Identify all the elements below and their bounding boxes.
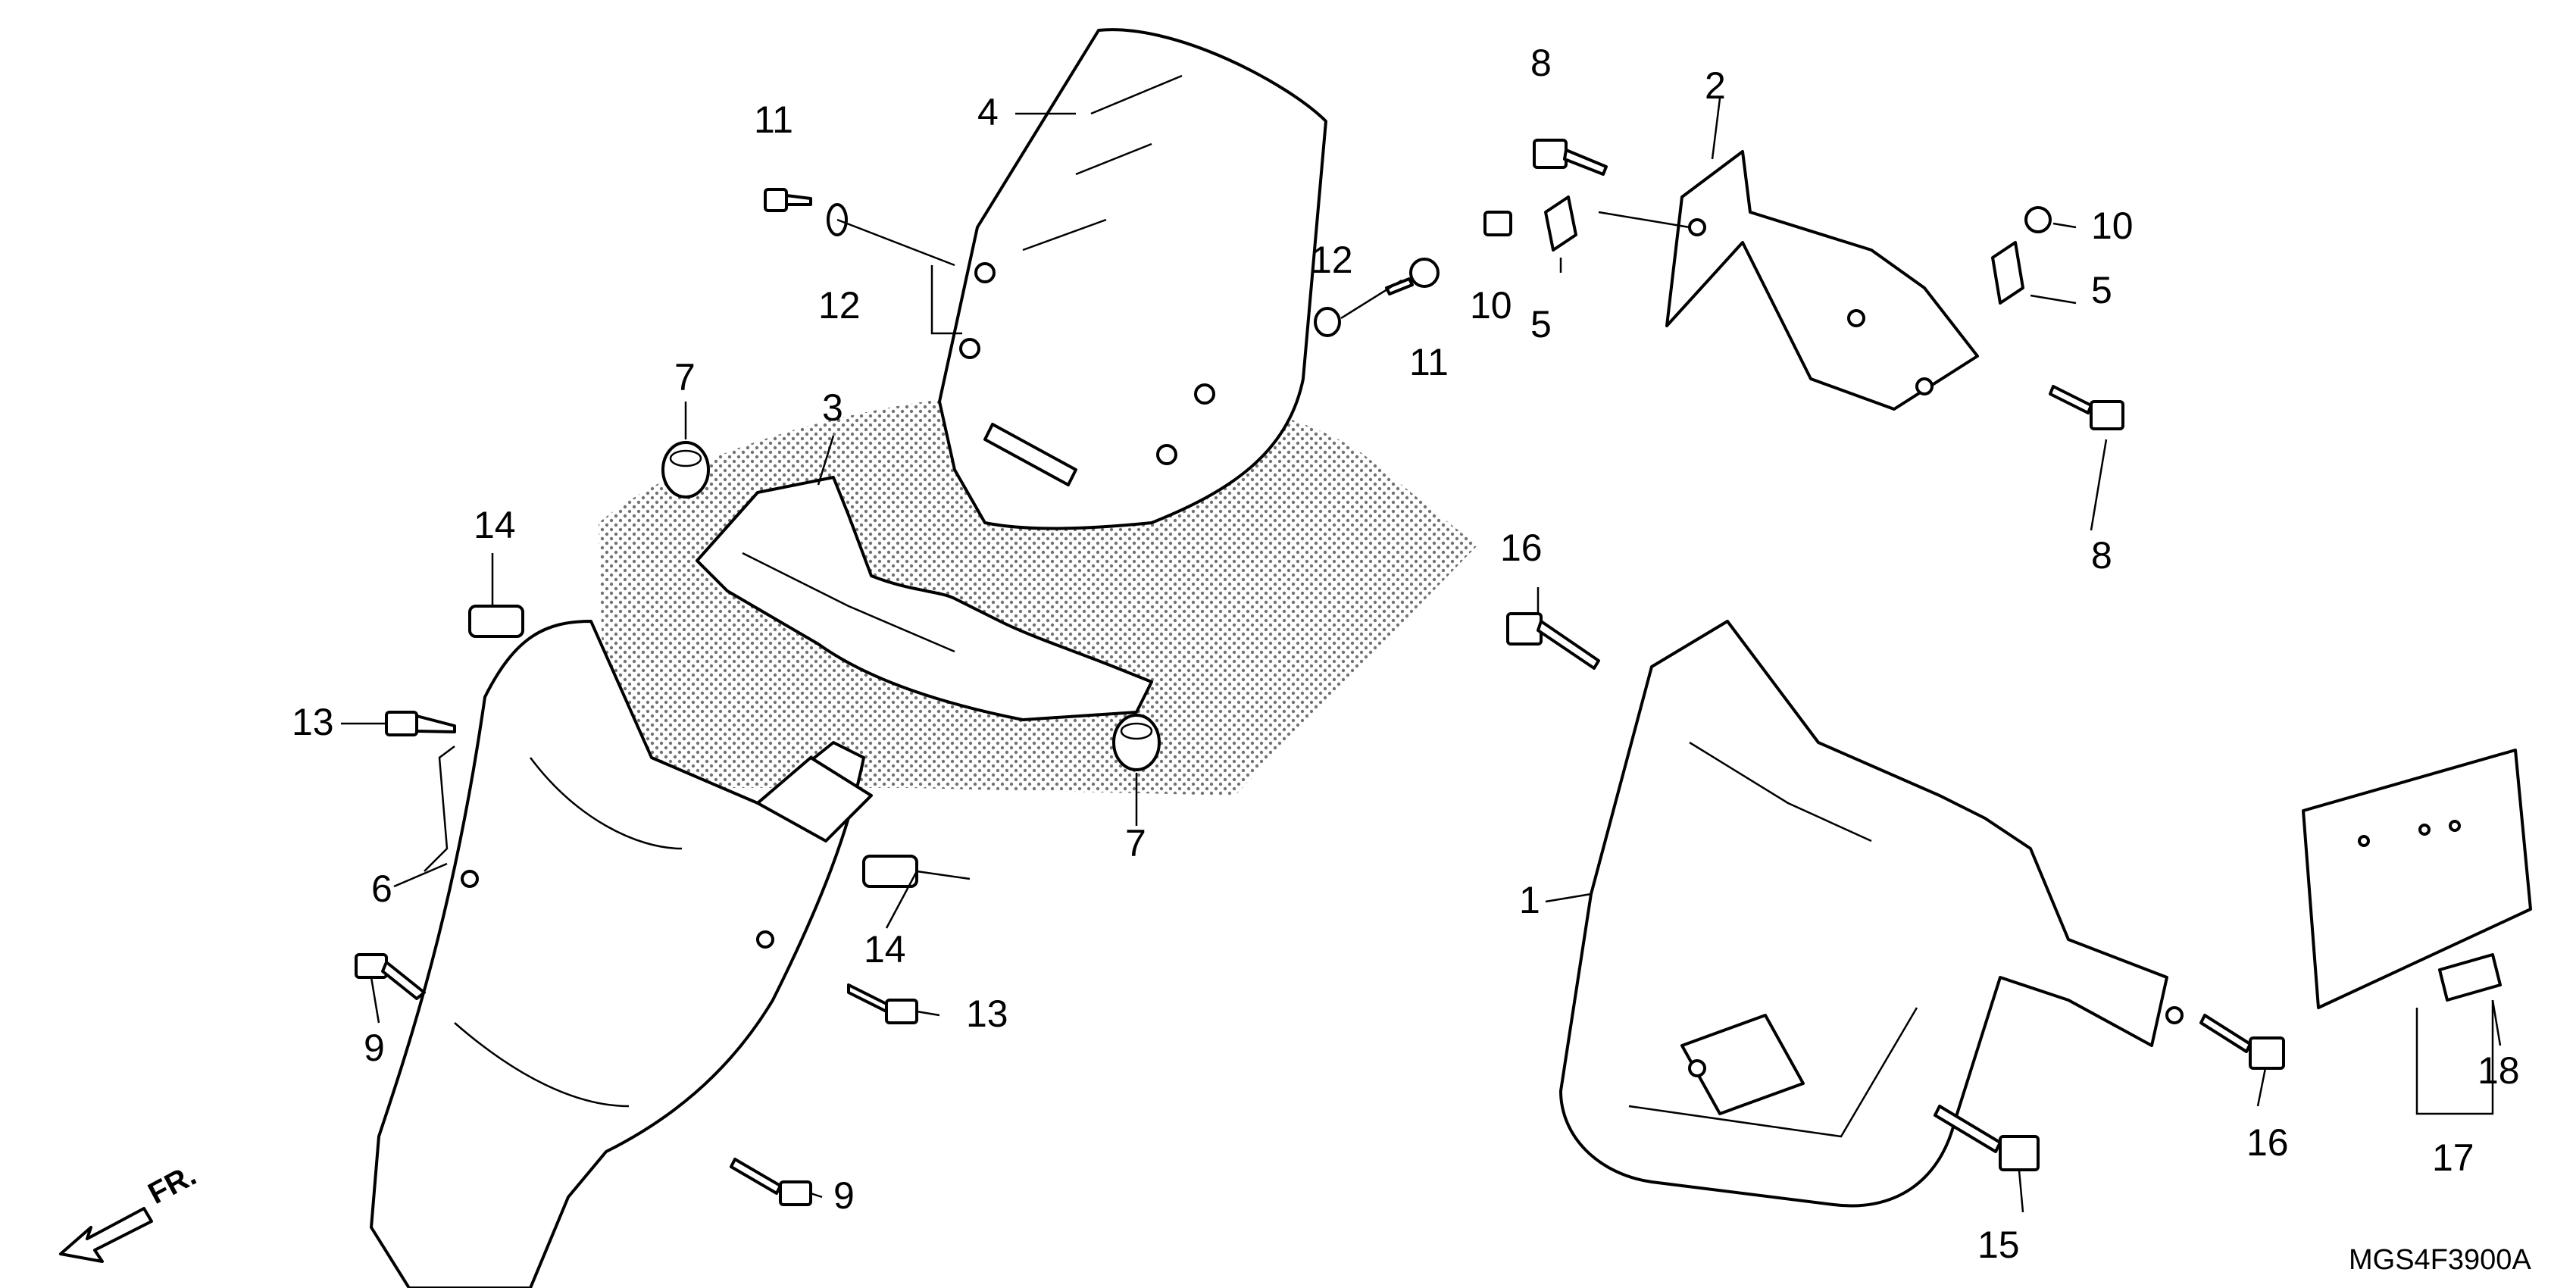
callout-1: 1 (1519, 879, 1540, 921)
nut-10-right (2024, 206, 2052, 233)
bolt-11-right (1385, 258, 1440, 295)
bolt-16-upper (1506, 612, 1600, 670)
upper-bracket (1665, 150, 1979, 411)
grommet-7-lower (1112, 714, 1161, 771)
callout-13-left: 13 (292, 701, 334, 743)
washer-12-right (1314, 307, 1341, 337)
diagram-code: MGS4F3900A (2349, 1244, 2531, 1276)
callout-17: 17 (2432, 1136, 2474, 1179)
bolt-11-left (764, 188, 812, 212)
callout-11-left: 11 (754, 98, 793, 141)
callout-3: 3 (822, 386, 843, 429)
callout-9-right: 9 (833, 1174, 855, 1217)
grommet-7-upper (661, 441, 710, 499)
clip-14-upper (468, 605, 524, 638)
clip-14-lower (862, 855, 918, 888)
callout-12-right: 12 (1311, 239, 1353, 281)
callout-8-lower: 8 (2091, 534, 2112, 577)
front-direction-arrow: FR. (59, 1158, 202, 1263)
callout-numbers: 4 11 12 12 11 3 7 7 14 14 13 13 6 9 9 8 … (292, 42, 2520, 1266)
collar-5-left (1544, 195, 1577, 252)
callout-8-upper: 8 (1530, 42, 1552, 84)
leader-lines (341, 98, 2502, 1213)
callout-15: 15 (1977, 1224, 2020, 1266)
callout-16-upper: 16 (1500, 527, 1543, 569)
callout-11-right: 11 (1409, 341, 1449, 383)
bolt-8-lower (2049, 385, 2124, 430)
wire-clamp (2438, 953, 2502, 1002)
callout-10-left: 10 (1470, 284, 1512, 327)
bolt-8-upper (1533, 139, 1608, 176)
callout-5-right: 5 (2091, 269, 2112, 311)
callout-7-lower: 7 (1125, 822, 1146, 864)
direction-label: FR. (143, 1158, 202, 1211)
callout-6: 6 (371, 868, 392, 910)
callout-2: 2 (1705, 64, 1726, 107)
callout-13-right: 13 (966, 993, 1008, 1035)
bolt-9-left (355, 953, 426, 1000)
collar-5-right (1991, 241, 2024, 305)
callout-9-left: 9 (364, 1027, 385, 1069)
main-stay (1559, 620, 2184, 1208)
callout-12-left: 12 (818, 284, 861, 327)
inner-panel (696, 476, 1153, 721)
windscreen (938, 28, 1327, 530)
callout-4: 4 (977, 91, 999, 133)
bolt-13-right (847, 983, 918, 1024)
callout-10-right: 10 (2091, 205, 2134, 247)
callout-18: 18 (2478, 1049, 2520, 1092)
bolt-16-right (2199, 1014, 2285, 1070)
callout-16-right: 16 (2246, 1121, 2289, 1164)
nut-10-left (1483, 211, 1512, 236)
bolt-13-left (385, 711, 456, 736)
bolt-9-right (730, 1158, 812, 1206)
bolt-15 (1934, 1105, 2040, 1171)
callout-14-lower: 14 (864, 928, 906, 971)
callout-5-left: 5 (1530, 303, 1552, 345)
mounting-plate (2302, 749, 2532, 1009)
callout-14-upper: 14 (474, 504, 516, 546)
callout-7-upper: 7 (674, 356, 696, 399)
